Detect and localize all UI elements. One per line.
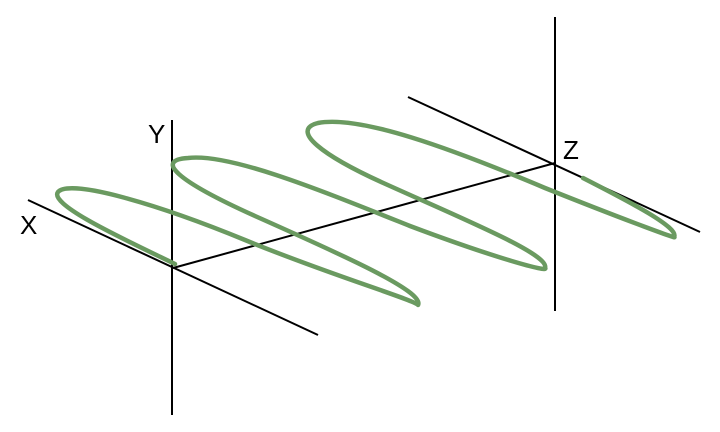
x-axis-near <box>27 199 319 336</box>
x-axis-far <box>407 96 701 233</box>
z-axis-label: Z <box>563 135 579 165</box>
polarized-wave-curve <box>55 119 677 308</box>
propagation-axis <box>172 162 556 269</box>
x-axis-label: X <box>20 210 37 240</box>
y-axis-label: Y <box>148 119 165 149</box>
